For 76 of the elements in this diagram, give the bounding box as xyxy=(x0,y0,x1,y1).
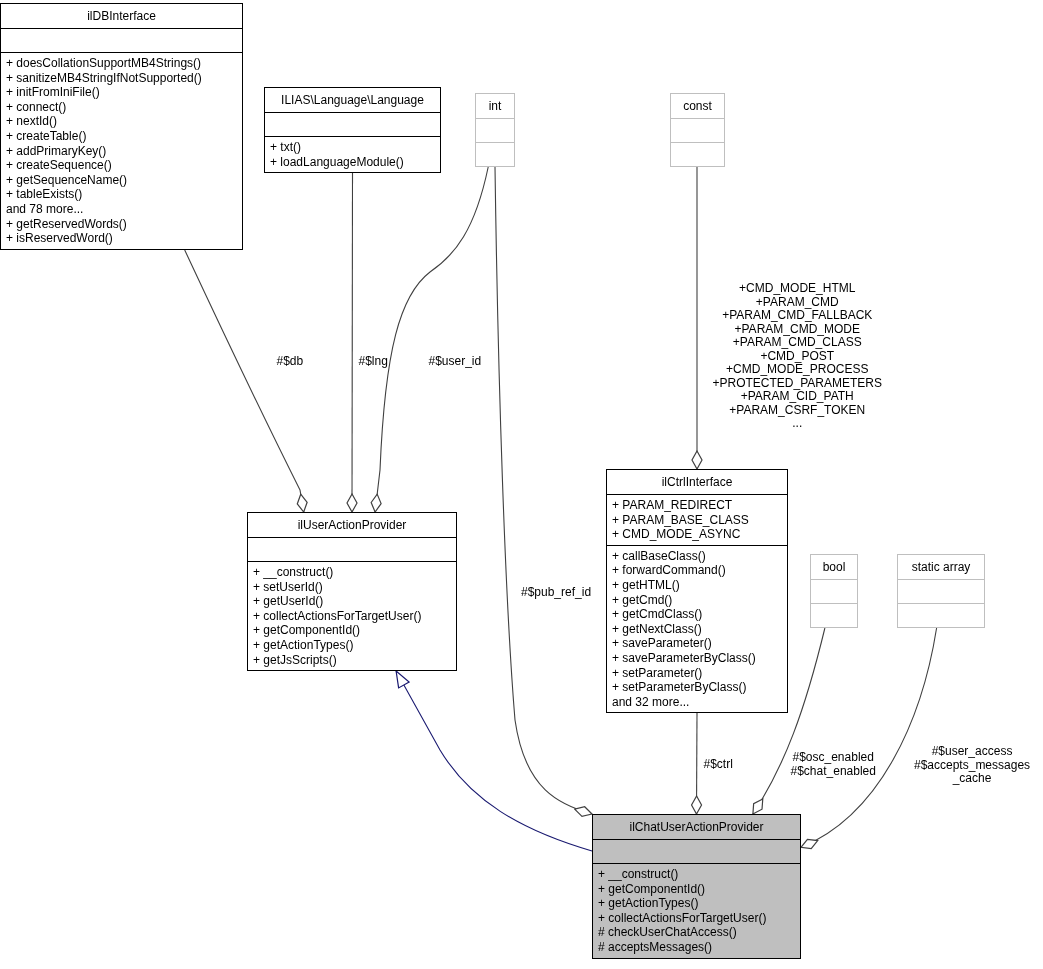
member-entry: + collectActionsForTargetUser() xyxy=(253,608,423,624)
inheritance-arrow xyxy=(395,670,593,852)
class-name: ilUserActionProvider xyxy=(297,518,407,532)
aggregation-connector xyxy=(691,166,703,470)
member-entry: + sanitizeMB4StringIfNotSupported() xyxy=(6,70,203,86)
member-entry: + getActionTypes() xyxy=(253,637,355,653)
member-entry: + getComponentId() xyxy=(253,623,362,638)
member-entry: + getSequenceName() xyxy=(6,172,129,188)
aggregation-connector xyxy=(184,249,308,513)
member-entry: # acceptsMessages() xyxy=(598,939,714,955)
class-box xyxy=(592,814,801,959)
member-entry: + getCmd() xyxy=(612,592,674,608)
class-name: const xyxy=(683,99,712,113)
class-box xyxy=(897,554,985,628)
class-name: static array xyxy=(911,560,971,574)
class-box xyxy=(670,93,725,167)
member-entry: + getActionTypes() xyxy=(598,896,700,911)
member-entry: + connect() xyxy=(6,99,68,115)
edge-label: #$pub_ref_id xyxy=(521,586,592,600)
member-entry: + callBaseClass() xyxy=(612,548,707,564)
class-box xyxy=(606,469,788,714)
member-entry: + __construct() xyxy=(253,565,335,580)
member-entry: + doesCollationSupportMB4Strings() xyxy=(6,56,203,71)
class-box xyxy=(247,512,457,672)
aggregation-connector xyxy=(494,166,593,817)
edge-label: #$lng xyxy=(358,355,388,369)
member-entry: + createSequence() xyxy=(6,158,113,173)
member-entry: + getHTML() xyxy=(612,577,681,593)
class-box xyxy=(810,554,858,628)
class-box xyxy=(475,93,515,167)
edge-label: #$osc_enabled #$chat_enabled xyxy=(790,751,876,778)
member-entry: + setParameterByClass() xyxy=(612,680,748,695)
member-entry: + createTable() xyxy=(6,128,88,144)
class-box xyxy=(264,87,441,174)
member-entry: + getComponentId() xyxy=(598,881,707,897)
member-entry: + PARAM_BASE_CLASS xyxy=(612,512,750,528)
member-entry: + setUserId() xyxy=(253,579,324,595)
member-entry: + CMD_MODE_ASYNC xyxy=(612,527,742,542)
class-name: int xyxy=(488,99,502,113)
member-entry: + tableExists() xyxy=(6,187,84,202)
class-name: ILIAS\Language\Language xyxy=(281,93,424,107)
aggregation-connector xyxy=(690,712,703,815)
member-entry: + getCmdClass() xyxy=(612,607,704,622)
member-entry: + saveParameter() xyxy=(612,636,713,651)
edge-label: #$db xyxy=(276,355,304,369)
member-entry: + setParameter() xyxy=(612,665,704,681)
edge-label: #$ctrl xyxy=(703,758,733,772)
member-entry: + __construct() xyxy=(598,867,680,882)
member-entry: # checkUserChatAccess() xyxy=(598,925,738,940)
class-name: bool xyxy=(822,560,846,574)
member-entry: + nextId() xyxy=(6,114,59,129)
member-entry: + addPrimaryKey() xyxy=(6,143,108,159)
class-name: ilDBInterface xyxy=(87,9,156,23)
class-name: ilChatUserActionProvider xyxy=(629,820,764,834)
member-entry: + isReservedWord() xyxy=(6,231,114,246)
member-entry: + initFromIniFile() xyxy=(6,85,101,100)
edge-label: #$user_access #$accepts_messages _cache xyxy=(914,745,1031,786)
edge-label: #$user_id xyxy=(428,355,482,369)
member-entry: + txt() xyxy=(270,140,302,155)
class-box xyxy=(0,3,243,250)
member-entry: + collectActionsForTargetUser() xyxy=(598,910,768,926)
member-entry: + PARAM_REDIRECT xyxy=(612,498,734,513)
member-entry: and 32 more... xyxy=(612,694,691,710)
member-entry: + getJsScripts() xyxy=(253,652,338,668)
member-entry: + getNextClass() xyxy=(612,621,703,637)
aggregation-connector xyxy=(346,172,358,513)
aggregation-connector xyxy=(370,166,489,513)
member-entry: + forwardCommand() xyxy=(612,563,727,578)
member-entry: and 78 more... xyxy=(6,201,85,217)
aggregation-connector xyxy=(800,627,938,849)
member-entry: + loadLanguageModule() xyxy=(270,154,405,170)
class-name: ilCtrlInterface xyxy=(661,475,733,489)
member-entry: + getReservedWords() xyxy=(6,216,128,232)
member-entry: + saveParameterByClass() xyxy=(612,650,757,666)
aggregation-connector xyxy=(752,627,826,815)
member-entry: + getUserId() xyxy=(253,594,325,609)
